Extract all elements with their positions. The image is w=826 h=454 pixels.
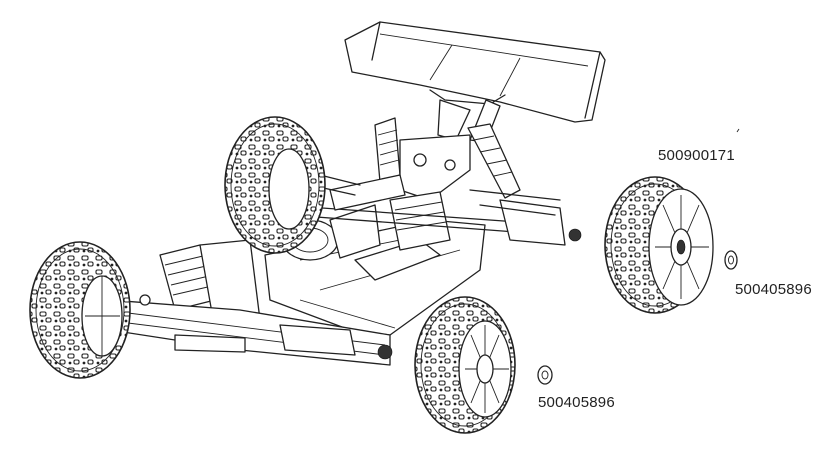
wheel-rear-right-exploded (604, 176, 714, 314)
tick-mark (736, 128, 740, 133)
wheel-nut-front (537, 365, 553, 385)
part-number-nut-front-label: 500405896 (538, 394, 615, 411)
wheel-nut-right (724, 250, 738, 270)
chassis (264, 169, 582, 336)
front-suspension (109, 239, 393, 366)
rear-shock-assembly (374, 117, 521, 201)
part-number-nut-right-label: 500405896 (735, 281, 812, 298)
wheel-rear-left (224, 116, 326, 254)
part-number-wheel-label: 500900171 (658, 147, 735, 164)
rear-wing (344, 21, 606, 143)
wheel-front-left (29, 241, 131, 379)
wheel-front-right (414, 296, 516, 434)
